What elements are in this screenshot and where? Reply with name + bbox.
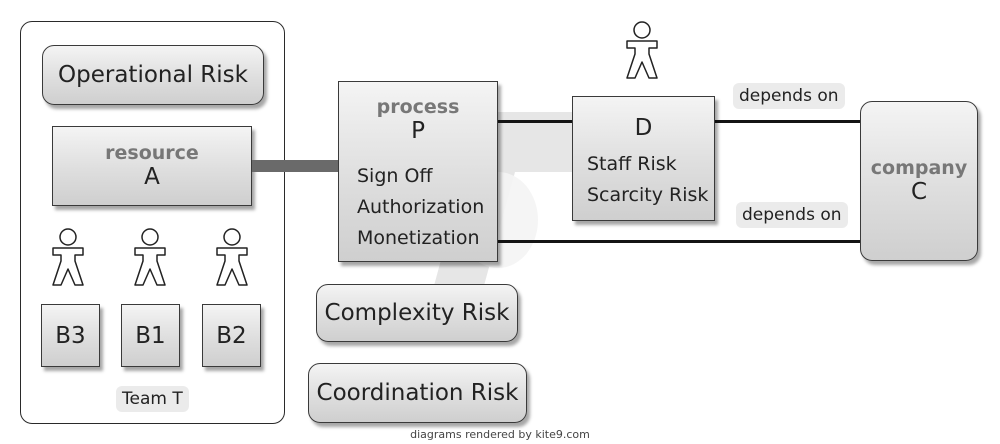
member-box-b3: B3: [41, 304, 100, 367]
member-box-b1: B1: [121, 304, 180, 367]
process-risk-item: Authorization: [357, 196, 485, 218]
coordination-risk-label: Coordination Risk: [316, 380, 519, 406]
member-box-b2: B2: [202, 304, 261, 367]
depends-on-label: depends on: [733, 83, 845, 109]
person-d-box: D Staff Risk Scarcity Risk: [572, 96, 715, 221]
resource-kind-label: resource: [105, 142, 199, 164]
process-risk-item: Sign Off: [357, 165, 433, 187]
member-label: B3: [55, 322, 86, 349]
company-c-box: company C: [860, 101, 978, 261]
process-name-label: P: [411, 118, 425, 144]
company-name-label: C: [910, 179, 928, 205]
person-d-risk-item: Staff Risk: [587, 153, 677, 175]
person-icon: [134, 228, 166, 286]
resource-name-label: A: [144, 164, 160, 190]
company-kind-label: company: [870, 157, 968, 179]
operational-risk-box: Operational Risk: [42, 45, 264, 105]
team-container: [20, 21, 285, 424]
member-label: B1: [135, 322, 166, 349]
person-d-name: D: [634, 115, 653, 141]
person-icon: [626, 21, 658, 79]
d-company-link: [715, 120, 860, 123]
person-d-risk-item: Scarcity Risk: [587, 184, 709, 206]
process-kind-label: process: [376, 96, 460, 118]
resource-a-box: resource A: [52, 126, 252, 206]
process-risk-item: Monetization: [357, 227, 480, 249]
depends-on-label: depends on: [736, 202, 848, 228]
coordination-risk-box: Coordination Risk: [308, 363, 527, 423]
process-d-link: [498, 120, 572, 123]
process-p-box: process P Sign Off Authorization Monetiz…: [338, 81, 498, 262]
person-icon: [52, 228, 84, 286]
complexity-risk-label: Complexity Risk: [324, 300, 510, 326]
resource-process-link: [252, 160, 338, 172]
complexity-risk-box: Complexity Risk: [316, 284, 518, 342]
person-icon: [216, 228, 248, 286]
team-label: Team T: [116, 386, 189, 412]
member-label: B2: [216, 322, 247, 349]
operational-risk-label: Operational Risk: [58, 62, 248, 88]
footer-credit: diagrams rendered by kite9.com: [410, 428, 590, 441]
process-company-link: [498, 240, 860, 243]
